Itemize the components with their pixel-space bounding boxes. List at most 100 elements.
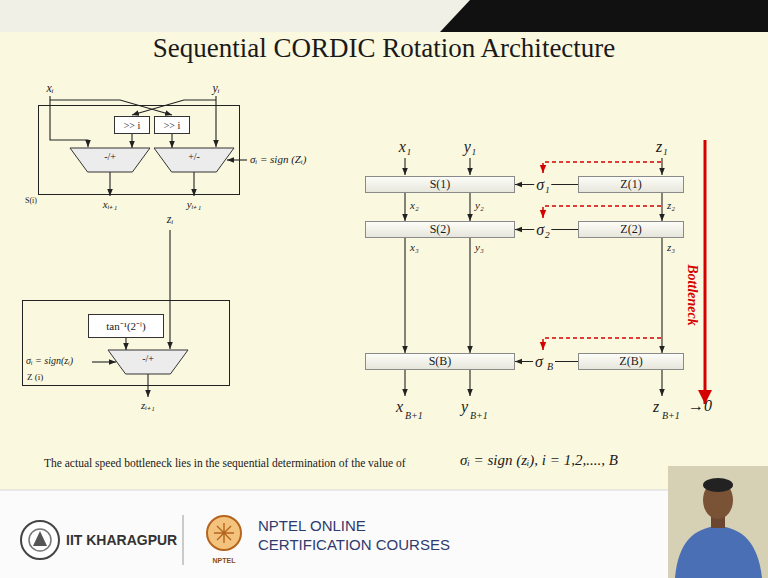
signal-connector	[661, 238, 662, 353]
course-name: CERTIFICATION COURSES	[258, 536, 450, 553]
stage-box: S(1)	[365, 176, 515, 193]
subscript: B+1	[662, 410, 680, 422]
signal-connector	[469, 238, 470, 353]
limit-note: →0	[688, 397, 712, 415]
box-text: tan⁻¹(2⁻ⁱ)	[106, 320, 146, 332]
box-text: Z(B)	[619, 355, 642, 368]
box-text: Z(2)	[620, 223, 641, 236]
footer-divider	[183, 515, 184, 565]
box-text: S(2)	[430, 223, 451, 236]
subscript: B	[545, 361, 555, 373]
adder-subtractor: +/-	[154, 148, 234, 172]
signal-connector	[125, 338, 126, 350]
edge-signal-name: z₂	[667, 199, 675, 212]
equation: σᵢ = sign (zᵢ), i = 1,2,...., B	[460, 452, 618, 469]
angle-box: Z(2)	[578, 221, 684, 238]
institute-name: IIT KHARAGPUR	[66, 532, 177, 548]
edge-signal-name: x₃	[410, 241, 419, 254]
sigma-control-wire	[92, 361, 116, 362]
angle-constant-box: tan⁻¹(2⁻ⁱ)	[88, 314, 164, 338]
bottleneck-label: Bottleneck	[684, 264, 700, 325]
y-output-wire	[193, 172, 194, 196]
signal-connector	[404, 193, 405, 221]
x-output-wire	[404, 370, 405, 396]
subscript: B+1	[405, 410, 423, 422]
control-equation: σᵢ = sign (Zᵢ)	[250, 153, 306, 166]
sign-signal: σ₁	[534, 175, 551, 193]
box-text: >> i	[124, 120, 141, 131]
box-text: -/+	[104, 151, 116, 162]
box-text: >> i	[164, 120, 181, 131]
x-input-wire	[404, 158, 405, 175]
x-cross-wire	[50, 100, 172, 115]
signal-connector	[131, 134, 132, 148]
angle-box: Z(B)	[578, 353, 684, 370]
top-dark-band	[440, 0, 768, 32]
course-name: NPTEL ONLINE	[258, 517, 366, 534]
nptel-logo	[207, 516, 241, 550]
nptel-logo-mark	[214, 523, 234, 543]
signal-name: zᵢ₊₁	[141, 399, 155, 412]
signal-name: yᵢ₊₁	[187, 198, 201, 211]
sign-signal: σ	[533, 352, 545, 370]
signal-name: x₁	[399, 138, 412, 156]
stage-box: S(2)	[365, 221, 515, 238]
presenter-hair	[703, 478, 733, 492]
slide-title: Sequential CORDIC Rotation Architecture	[0, 33, 768, 64]
shift-box: >> i	[114, 116, 150, 134]
adder-subtractor: -/+	[108, 350, 188, 374]
shift-box: >> i	[154, 116, 190, 134]
y-input-wire	[215, 96, 216, 147]
stage-box: S(B)	[365, 353, 515, 370]
signal-name: zᵢ	[167, 213, 174, 227]
box-text: -/+	[142, 353, 154, 364]
edge-signal-name: z₃	[667, 241, 675, 254]
sign-signal: σ₂	[534, 220, 551, 238]
signal-connector	[469, 193, 470, 221]
bottleneck-arrow	[704, 140, 707, 404]
box-text: Z(1)	[620, 178, 641, 191]
angle-box: Z(1)	[578, 176, 684, 193]
signal-name: xᵢ₊₁	[103, 198, 117, 211]
logo-caption: NPTEL	[213, 557, 236, 565]
z-input-wire	[169, 230, 170, 349]
signal-name: y	[461, 398, 468, 416]
presenter-backdrop	[668, 466, 768, 578]
y-input-wire	[469, 158, 470, 175]
x-output-wire	[109, 172, 110, 196]
dependency-arrow	[543, 162, 661, 173]
adder-outline	[108, 350, 188, 374]
note-text: The actual speed bottleneck lies in the …	[44, 457, 405, 470]
stage-block: S(i)>> i>> i-/++/-	[38, 105, 240, 195]
dependency-arrow	[543, 338, 661, 350]
x-input-wire	[50, 96, 88, 147]
footer-band	[0, 490, 768, 578]
signal-connector	[404, 238, 405, 353]
footer-rule	[0, 490, 768, 491]
edge-signal-name: y₂	[475, 199, 484, 212]
signal-connector	[661, 193, 662, 221]
signal-name: xᵢ	[46, 82, 53, 96]
box-text: +/-	[188, 151, 200, 162]
dependency-arrow	[543, 206, 661, 218]
signal-name: x	[396, 398, 403, 416]
edge-signal-name: y₃	[475, 241, 484, 254]
y-cross-wire	[132, 100, 216, 115]
top-band	[0, 0, 768, 32]
iit-logo	[21, 521, 59, 559]
box-text: S(1)	[430, 178, 451, 191]
z-output-wire	[661, 370, 662, 396]
iit-logo-mark	[33, 531, 47, 546]
block-name: Z (i)	[27, 373, 43, 383]
angle-block: Z (i) tan⁻¹(2⁻ⁱ) -/+	[22, 300, 230, 386]
subscript: B+1	[470, 410, 488, 422]
z-input-wire	[661, 158, 662, 175]
edge-signal-name: x₂	[410, 199, 419, 212]
presenter-shirt	[675, 526, 762, 578]
signal-name: yᵢ	[212, 82, 219, 96]
iit-logo-ring	[29, 529, 51, 551]
